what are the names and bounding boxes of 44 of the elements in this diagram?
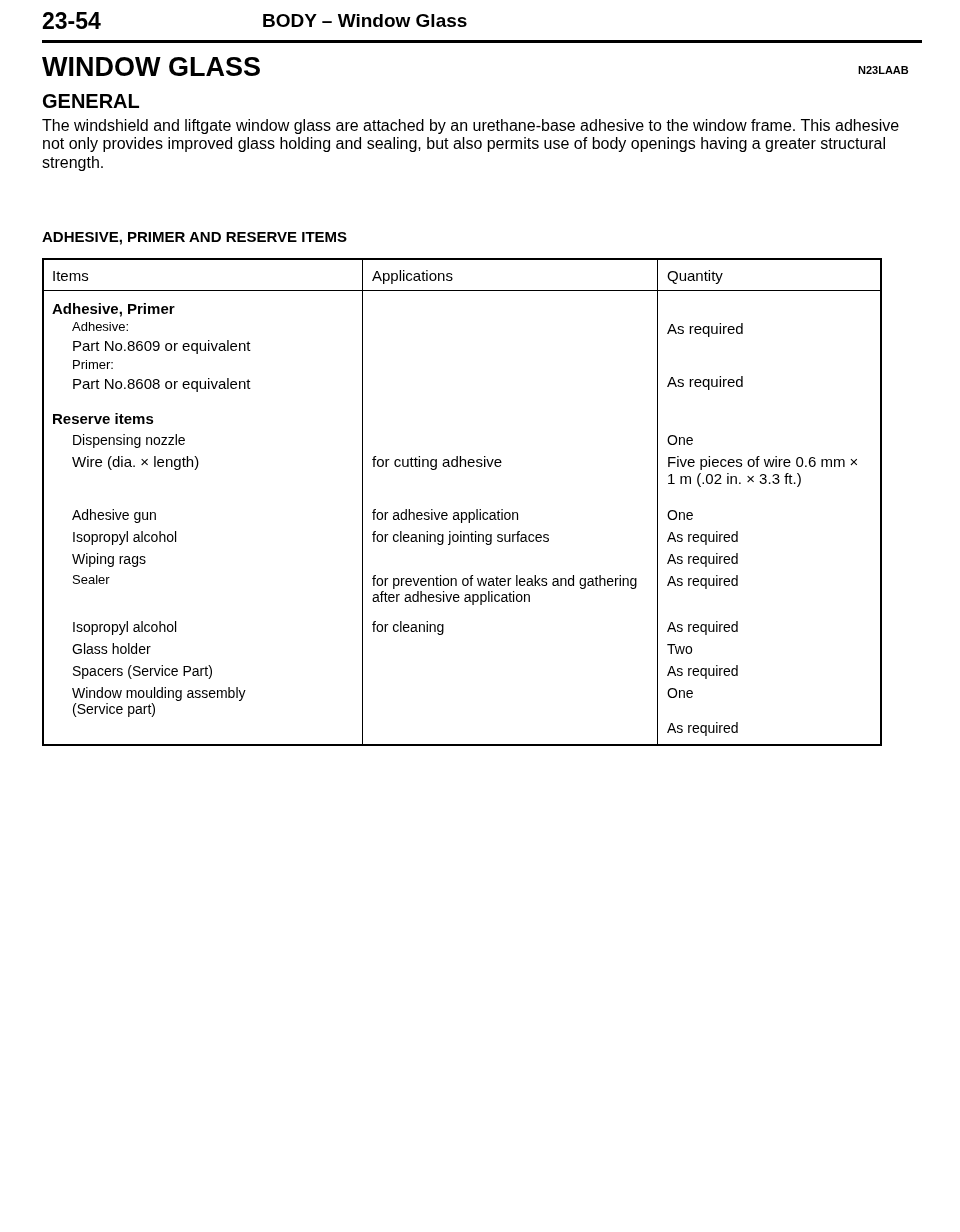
table-cell: Sealer: [72, 573, 110, 588]
table-cell: Glass holder: [72, 641, 151, 658]
table-cell: As required: [667, 529, 739, 546]
table-cell-text: Window moulding assembly (Service part): [72, 685, 247, 718]
table-cell-text: Part No.8609 or equivalent: [72, 337, 252, 355]
table-cell: Adhesive:: [72, 320, 130, 335]
table-cell: Isopropyl alcohol: [72, 619, 178, 636]
table-cell: As required: [667, 663, 739, 680]
table-heading: ADHESIVE, PRIMER AND RESERVE ITEMS: [42, 228, 348, 246]
table-cell: for adhesive application: [372, 507, 520, 524]
body-paragraph: The windshield and liftgate window glass are attached by an urethane-base adhesive to the window frame. This adhesive not only provides improved glass holding and sealing, but also permits use of body openings having a greater structural strength.: [42, 117, 901, 173]
page-title: WINDOW GLASS: [42, 52, 261, 84]
column-header: Items: [52, 267, 89, 285]
group-heading: Reserve items: [52, 410, 154, 428]
table-cell: As required: [667, 720, 739, 737]
table-cell: As required: [667, 573, 739, 590]
table-cell: Wire (dia. × length): [72, 453, 200, 471]
page-number: 23-54: [42, 8, 101, 35]
group-heading: Adhesive, Primer: [52, 300, 175, 318]
table-cell: As required: [667, 551, 739, 568]
column-header: Quantity: [667, 267, 723, 285]
table-cell: As required: [667, 373, 744, 391]
table-cell-text: for prevention of water leaks and gathering after adhesive application: [372, 573, 639, 606]
table-cell: Dispensing nozzle: [72, 432, 186, 449]
section-heading: GENERAL: [42, 90, 140, 113]
table-cell: Wiping rags: [72, 551, 146, 568]
table-cell: Isopropyl alcohol: [72, 529, 178, 546]
running-header: BODY – Window Glass: [262, 10, 468, 32]
table-cell: As required: [667, 320, 744, 338]
table-cell: Two: [667, 641, 693, 658]
table-cell: One: [667, 432, 694, 449]
table-cell: One: [667, 685, 694, 702]
table-cell: Adhesive gun: [72, 507, 157, 524]
table-cell-text: Part No.8608 or equivalent: [72, 375, 252, 393]
table-cell-text: Five pieces of wire 0.6 mm × 1 m (.02 in. × 3.3 ft.): [667, 453, 860, 488]
column-header: Applications: [372, 267, 453, 285]
table-cell: One: [667, 507, 694, 524]
table-cell: Spacers (Service Part): [72, 663, 213, 680]
table-cell: Primer:: [72, 358, 114, 373]
table-cell: As required: [667, 619, 739, 636]
table-cell: for cutting adhesive: [372, 453, 503, 471]
table-cell: for cleaning jointing surfaces: [372, 529, 550, 546]
document-code: N23LAAB: [858, 64, 909, 77]
table-cell: for cleaning: [372, 619, 445, 636]
